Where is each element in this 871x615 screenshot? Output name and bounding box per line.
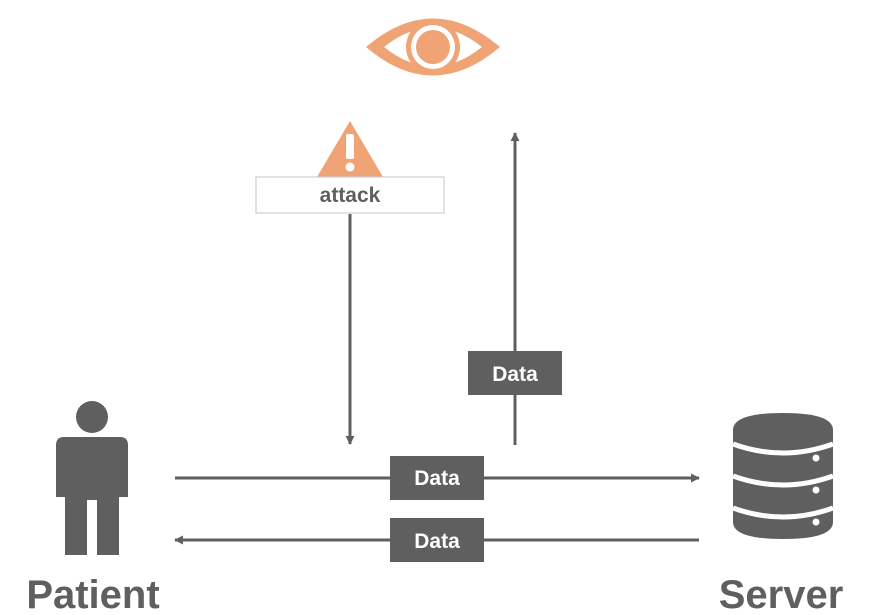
database-icon	[732, 413, 834, 539]
patient-label: Patient	[26, 573, 159, 615]
data-box-up: Data	[468, 351, 562, 395]
data-label-patient-to-server: Data	[414, 467, 460, 490]
data-label-server-to-patient: Data	[414, 530, 460, 553]
data-label-up: Data	[492, 363, 538, 386]
attack-label: attack	[320, 184, 381, 207]
server-label: Server	[719, 573, 844, 615]
attack-label-box: attack	[255, 176, 445, 214]
data-box-patient-to-server: Data	[390, 456, 484, 500]
person-icon	[56, 401, 128, 555]
eye-icon	[366, 18, 500, 76]
data-box-server-to-patient: Data	[390, 518, 484, 562]
warning-triangle-icon	[317, 121, 383, 177]
